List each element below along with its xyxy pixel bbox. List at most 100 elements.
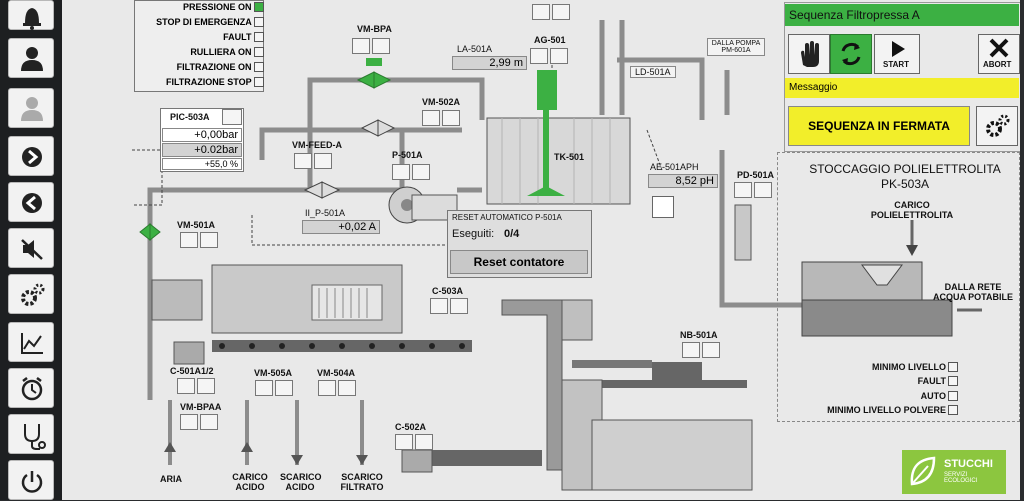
- tag-p-501a: P-501A: [392, 150, 423, 160]
- tag-ld-501a: LD-501A: [630, 66, 676, 78]
- settings-button[interactable]: [976, 106, 1018, 146]
- nb-501a-hand-button[interactable]: [682, 342, 700, 358]
- check-label-fault: FAULT: [917, 376, 946, 386]
- tag-la-501a: LA-501A: [457, 44, 493, 54]
- vm-bpaa-auto-button[interactable]: [180, 414, 198, 430]
- check-auto: [948, 391, 958, 401]
- vm-501a-auto-button[interactable]: [180, 232, 198, 248]
- c-502a-lock-button[interactable]: [415, 434, 433, 450]
- logo-line1: STUCCHI: [944, 458, 993, 470]
- p-501a-lock-button[interactable]: [412, 164, 430, 180]
- auto-mode-button[interactable]: [830, 34, 872, 74]
- status-rulliera-on: RULLIERA ON: [190, 47, 252, 57]
- company-logo: STUCCHI SERVIZI ECOLOGICI: [902, 450, 1006, 494]
- pic-503a-value-3: +55,0 %: [162, 158, 242, 170]
- tag-ae-501aph: AE-501APH: [650, 162, 699, 172]
- gears-icon[interactable]: [8, 274, 54, 314]
- check-label-minimo-livello-polvere: MINIMO LIVELLO POLVERE: [827, 405, 946, 415]
- arrow-right-icon[interactable]: [8, 136, 54, 176]
- status-indicator-fault: [254, 32, 264, 42]
- hand-icon: [801, 41, 819, 67]
- pd-501a-hand-button[interactable]: [734, 182, 752, 198]
- message-label: Messaggio: [785, 78, 1019, 98]
- vm-505a-auto-button[interactable]: [255, 380, 273, 396]
- vm-bpa-lock-button[interactable]: [372, 38, 390, 54]
- reset-counter-button[interactable]: Reset contatore: [450, 250, 588, 274]
- start-button[interactable]: START: [874, 34, 920, 74]
- tag-c-501a12: C-501A1/2: [170, 366, 214, 376]
- tag-pd-501a: PD-501A: [737, 170, 775, 180]
- tag-ii-p-501a: II_P-501A: [305, 208, 346, 218]
- trend-icon[interactable]: [8, 322, 54, 362]
- storage-panel: [777, 152, 1020, 422]
- label-scarico-acido: SCARICO ACIDO: [280, 472, 322, 492]
- c-503a-lock-button[interactable]: [450, 298, 468, 314]
- tag-pic-503a: PIC-503A: [170, 112, 210, 122]
- status-panel: [134, 0, 264, 92]
- label-aria: ARIA: [160, 474, 182, 484]
- process-diagram: [132, 20, 982, 491]
- close-icon: [989, 38, 1009, 58]
- sequence-title: Sequenza Filtropressa A: [785, 4, 1019, 26]
- ii-p-501a-value: +0,02 A: [302, 220, 380, 234]
- user-icon[interactable]: [8, 38, 54, 78]
- label-carico-acido: CARICO ACIDO: [232, 472, 268, 492]
- power-icon[interactable]: [8, 460, 54, 500]
- vm-505a-lock-button[interactable]: [275, 380, 293, 396]
- mute-icon[interactable]: [8, 228, 54, 268]
- hand-mode-button[interactable]: [788, 34, 830, 74]
- reset-executed-value: 0/4: [504, 228, 520, 240]
- label-scarico-filtrato: SCARICO FILTRATO: [340, 472, 384, 492]
- tag-vm-feed-a: VM-FEED-A: [292, 140, 342, 150]
- pd-501a-lock-button[interactable]: [754, 182, 772, 198]
- arrow-left-icon[interactable]: [8, 182, 54, 222]
- tag-vm-502a: VM-502A: [422, 97, 461, 107]
- trend-small-icon[interactable]: [652, 196, 674, 218]
- top-auto-button[interactable]: [532, 4, 550, 20]
- vm-502a-lock-button[interactable]: [442, 110, 460, 126]
- tag-vm-501a: VM-501A: [177, 220, 216, 230]
- abort-button[interactable]: ABORT: [978, 34, 1020, 74]
- c-503a-hand-button[interactable]: [430, 298, 448, 314]
- vm-feed-a-lock-button[interactable]: [314, 153, 332, 169]
- gears-icon: [986, 114, 1010, 137]
- user-disabled-icon[interactable]: [8, 88, 54, 128]
- bell-icon[interactable]: [8, 0, 54, 30]
- nb-501a-lock-button[interactable]: [702, 342, 720, 358]
- pic-503a-value-1: +0,00bar: [162, 128, 242, 142]
- ag-501-lock-button[interactable]: [550, 48, 568, 64]
- check-minimo-livello: [948, 362, 958, 372]
- vm-502a-auto-button[interactable]: [422, 110, 440, 126]
- play-icon: [892, 41, 905, 57]
- stethoscope-icon[interactable]: [8, 414, 54, 454]
- ae-501aph-value: 8,52 pH: [648, 174, 718, 188]
- pic-503a-hand-button[interactable]: [222, 109, 242, 125]
- tag-c-503a: C-503A: [432, 286, 464, 296]
- vm-501a-lock-button[interactable]: [200, 232, 218, 248]
- c-501a12-hand-button[interactable]: [177, 378, 195, 394]
- sequence-message: SEQUENZA IN FERMATA: [788, 106, 970, 146]
- tag-nb-501a: NB-501A: [680, 330, 718, 340]
- alarm-clock-icon[interactable]: [8, 368, 54, 408]
- c-502a-hand-button[interactable]: [395, 434, 413, 450]
- vm-bpa-auto-button[interactable]: [352, 38, 370, 54]
- ag-501-auto-button[interactable]: [530, 48, 548, 64]
- status-filtrazione-on: FILTRAZIONE ON: [176, 62, 252, 72]
- label-dalla-rete: DALLA RETE ACQUA POTABILE: [933, 282, 1013, 302]
- check-label-auto: AUTO: [920, 391, 946, 401]
- vm-feed-a-auto-button[interactable]: [294, 153, 312, 169]
- tag-c-502a: C-502A: [395, 422, 427, 432]
- status-indicator-rulliera: [254, 47, 264, 57]
- vm-504a-hand-button[interactable]: [318, 380, 336, 396]
- c-501a12-lock-button[interactable]: [197, 378, 215, 394]
- status-indicator-emergenza: [254, 17, 264, 27]
- reset-executed-label: Eseguiti:: [452, 228, 495, 240]
- p-501a-auto-button[interactable]: [392, 164, 410, 180]
- tag-vm-bpaa: VM-BPAA: [180, 402, 222, 412]
- start-label: START: [883, 60, 910, 69]
- vm-bpaa-lock-button[interactable]: [200, 414, 218, 430]
- top-lock-button[interactable]: [552, 4, 570, 20]
- vm-504a-lock-button[interactable]: [338, 380, 356, 396]
- auto-cycle-icon: [841, 42, 861, 66]
- status-fault: FAULT: [223, 32, 252, 42]
